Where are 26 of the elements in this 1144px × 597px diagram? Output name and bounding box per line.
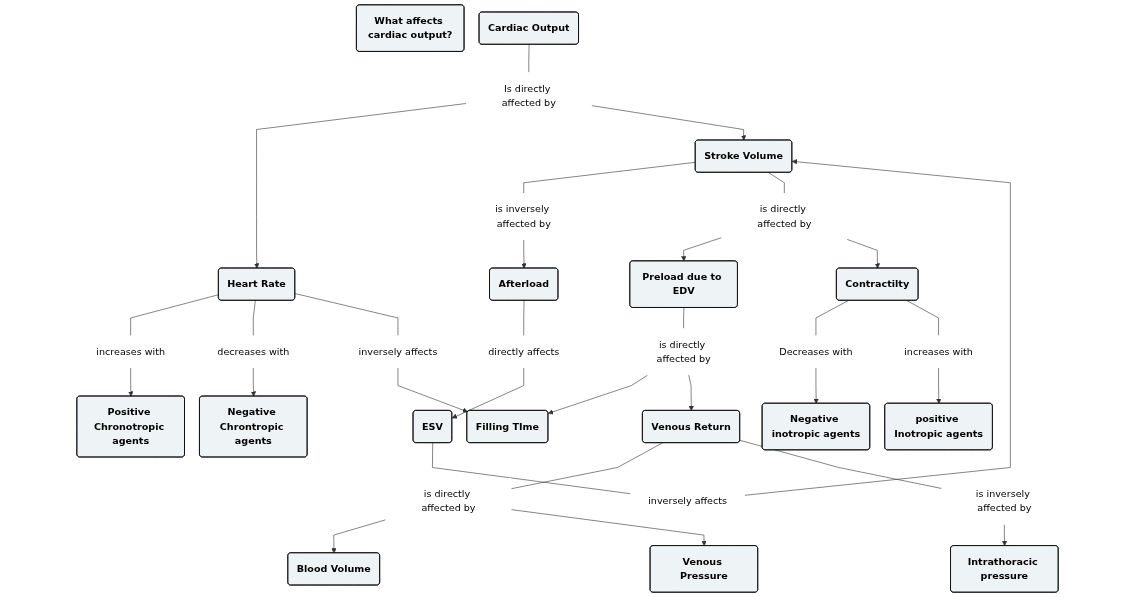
node-text: increases with [96,345,166,358]
connector [523,300,525,336]
connector [253,300,256,336]
node-text: is directly affected by [656,338,711,365]
node-text: Decreases with [779,345,853,358]
node-text: increases with [904,345,973,358]
connector [815,300,849,336]
connector [768,172,785,194]
connector [739,440,942,489]
connector [523,162,696,194]
connector [432,442,631,494]
node-text: is directly affected by [757,203,812,230]
node-text: Is directly affected by [501,82,556,109]
connector [294,293,399,336]
connector [528,44,530,73]
connector [130,294,219,336]
node-text: is directly affected by [421,488,476,514]
node-text: is inversely affected by [495,203,551,230]
node-text: is inversely affected by [975,488,1032,514]
node-text: decreases with [217,345,290,358]
node-text: inversely affects [358,345,438,358]
connector [906,300,939,336]
connector [510,442,663,490]
connector [683,307,685,329]
node-text: inversely affects [648,495,728,507]
node-text: directly affects [488,345,560,358]
